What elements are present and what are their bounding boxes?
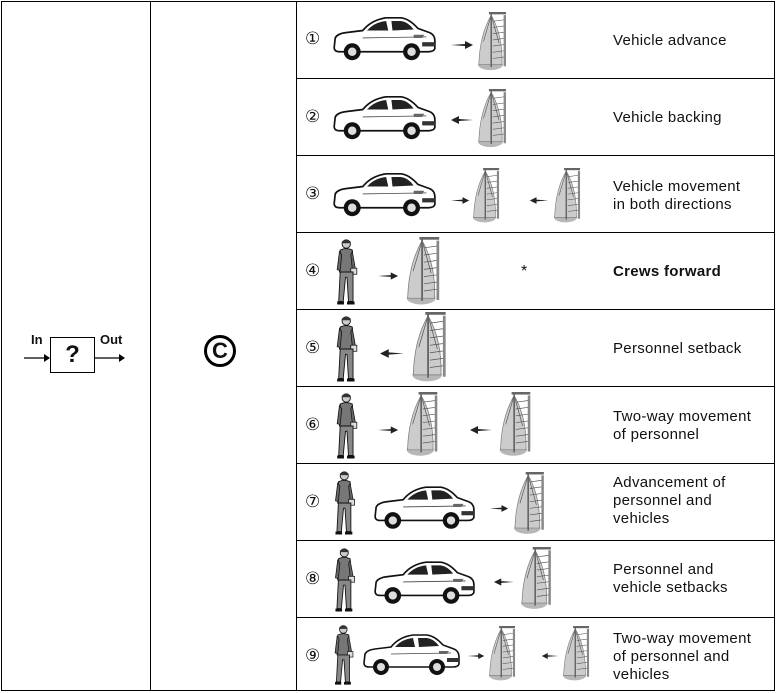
row-number: ⑤ — [305, 338, 321, 358]
row-number: ⑨ — [305, 646, 321, 666]
mode-label: Personnel setback — [613, 340, 742, 357]
mode-label: Vehicle advance — [613, 32, 727, 49]
arrow-right-icon — [450, 196, 470, 205]
curtain-sensor-icon — [469, 168, 503, 226]
arrow-right-icon — [467, 652, 485, 660]
curtain-sensor-icon — [515, 547, 557, 613]
row-number: ③ — [305, 184, 321, 204]
io-arrows-icon — [24, 354, 125, 362]
car-icon — [331, 168, 437, 222]
arrow-left-icon — [541, 652, 559, 660]
row-number: ⑦ — [305, 492, 321, 512]
curtain-sensor-icon — [474, 12, 510, 74]
mode-row-4: ④ * Crews forward — [297, 233, 774, 310]
row-number: ⑧ — [305, 569, 321, 589]
car-icon — [371, 557, 477, 609]
arrow-right-icon — [450, 40, 474, 50]
unknown-process-box: ? — [50, 337, 95, 373]
row-number: ② — [305, 107, 321, 127]
person-icon — [331, 624, 357, 686]
mode-row-1: ① Vehicle advance — [297, 2, 774, 79]
input-label: In — [31, 332, 43, 347]
person-icon — [331, 547, 359, 613]
car-icon — [331, 91, 437, 145]
mode-symbol-cell: C — [151, 2, 297, 690]
output-label: Out — [100, 332, 123, 347]
note-asterisk: * — [521, 263, 528, 280]
block-diagram-cell: In Out ? — [2, 2, 151, 690]
row-number: ⑥ — [305, 415, 321, 435]
curtain-sensor-icon — [485, 626, 519, 684]
arrow-left-icon — [493, 577, 515, 587]
curtain-sensor-icon — [400, 392, 444, 460]
arrow-right-icon — [377, 425, 399, 435]
curtain-sensor-icon — [493, 392, 537, 460]
motion-modes-column: ① Vehicle advance ② Vehicle backing ③ Ve… — [297, 2, 774, 690]
row-number: ① — [305, 29, 321, 49]
curtain-sensor-icon — [399, 237, 447, 309]
curtain-sensor-icon — [550, 168, 584, 226]
arrow-left-icon — [469, 425, 493, 435]
curtain-sensor-icon — [405, 312, 453, 386]
person-icon — [331, 470, 359, 536]
car-icon — [331, 12, 437, 66]
arrow-left-icon — [379, 348, 405, 359]
row-number: ④ — [305, 261, 321, 281]
arrow-left-icon — [450, 115, 474, 125]
curtain-sensor-icon — [559, 626, 593, 684]
person-icon — [333, 392, 361, 460]
mode-row-2: ② Vehicle backing — [297, 79, 774, 156]
mode-c-icon: C — [204, 335, 236, 367]
arrow-right-icon — [377, 271, 399, 281]
person-icon — [333, 238, 361, 306]
car-icon — [359, 630, 463, 680]
mode-row-5: ⑤ Personnel setback — [297, 310, 774, 387]
mode-label: Crews forward — [613, 263, 722, 280]
arrow-right-icon — [489, 504, 509, 513]
curtain-sensor-icon — [474, 89, 510, 151]
car-icon — [371, 482, 477, 534]
curtain-sensor-icon — [509, 472, 549, 538]
mode-label: Vehicle backing — [613, 109, 722, 126]
arrow-left-icon — [529, 196, 549, 205]
person-icon — [333, 315, 361, 383]
